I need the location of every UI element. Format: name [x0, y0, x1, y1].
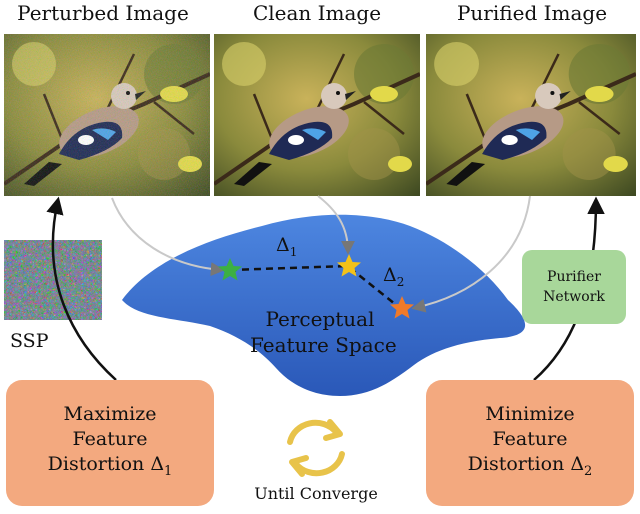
- feature-space-label: Perceptual Feature Space: [250, 307, 397, 357]
- pointer-arrow-perturbed: [111, 197, 225, 277]
- delta1-dashed-line: [229, 264, 349, 272]
- clean-image-caption: Clean Image: [252, 1, 382, 25]
- perturbed-image: [4, 34, 210, 196]
- ssp-noise-patch: [4, 240, 102, 320]
- pointer-arrow-clean: [317, 195, 355, 255]
- bird-photo-clean: [214, 34, 420, 196]
- purified-image-caption: Purified Image: [456, 1, 608, 25]
- bird-photo-purified: [426, 34, 636, 196]
- pointer-arrow-purified: [411, 195, 531, 313]
- purified-image: [426, 34, 636, 196]
- star-icon-orange: [390, 296, 414, 319]
- bird-photo-perturbed: [4, 34, 210, 196]
- ssp-label: SSP: [10, 330, 49, 352]
- until-converge-label: Until Converge: [254, 484, 378, 503]
- star-icon-yellow: [337, 254, 361, 277]
- delta1-label: Δ1: [276, 234, 298, 259]
- perturbed-image-caption: Perturbed Image: [17, 1, 189, 25]
- maximize-distortion-box: Maximize Feature Distortion Δ1: [6, 380, 214, 506]
- star-icon-green: [218, 258, 242, 281]
- refresh-cycle-icon: [287, 419, 345, 477]
- delta2-label: Δ2: [383, 264, 405, 289]
- clean-image: [214, 34, 420, 196]
- minimize-distortion-box: Minimize Feature Distortion Δ2: [426, 380, 634, 506]
- purifier-network-box: Purifier Network: [522, 250, 626, 324]
